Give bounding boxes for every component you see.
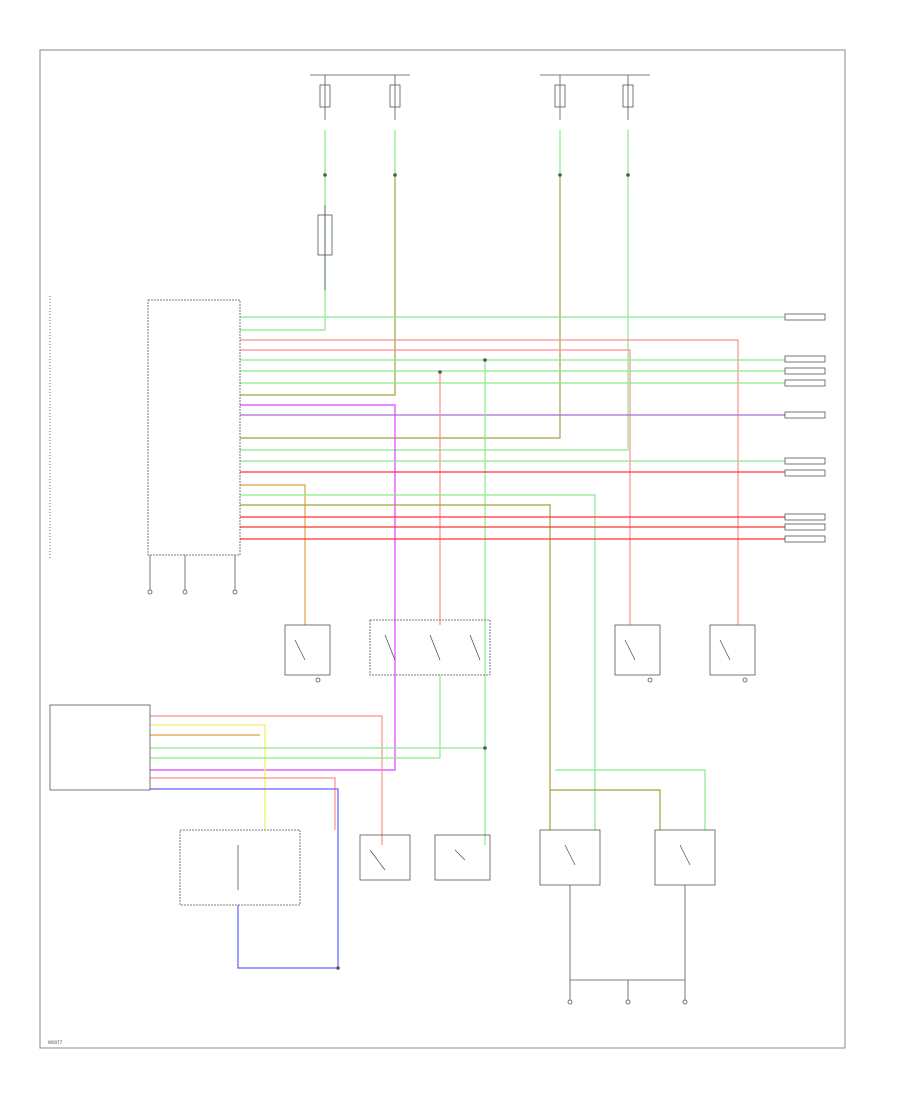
door-ajar-switch-left [539, 829, 601, 980]
wire-lt-green-28 [150, 675, 441, 759]
wire-lt-green-5 [240, 130, 326, 331]
wire-pink-8 [240, 349, 631, 625]
ground-points-bottom [567, 979, 688, 1005]
junction-dots [323, 173, 630, 970]
switch-right-a [614, 624, 661, 683]
wire-olive-1 [240, 175, 396, 396]
wire-lt-green-31 [555, 769, 706, 830]
switch-door-left [284, 624, 331, 683]
wire-pink-29 [150, 777, 336, 830]
wire-olive-3 [240, 175, 561, 439]
wire-pink-24 [150, 715, 383, 845]
switch-right-b [709, 624, 756, 683]
wire-blue-30 [150, 788, 339, 969]
wire-olive-32 [550, 789, 661, 830]
control-unit-main [49, 296, 241, 560]
control-unit-secondary [49, 704, 151, 791]
wire-orange-18 [240, 484, 306, 625]
diagram-frame [39, 49, 846, 1049]
wire-lt-green-19 [240, 494, 596, 830]
fuse-block-left [310, 74, 410, 120]
switch-cluster-center [369, 619, 491, 676]
ground-points-left [147, 555, 238, 595]
right-edge-terminals [784, 313, 826, 543]
page-code: W0077 [48, 1040, 63, 1045]
wire-pink-7 [240, 339, 739, 625]
wires-layer [150, 130, 785, 969]
wire-magenta-13 [150, 404, 396, 771]
lock-switch-center [359, 834, 411, 881]
wire-lt-green-4 [240, 130, 629, 451]
door-ajar-switch-right [654, 829, 716, 980]
lock-switch-center-right [434, 834, 491, 881]
lock-actuator-left [179, 829, 301, 906]
wire-yellow-25 [150, 724, 266, 830]
wire-olive-20 [240, 504, 551, 830]
fuse-block-right [540, 74, 650, 120]
relay-upper [317, 205, 333, 290]
